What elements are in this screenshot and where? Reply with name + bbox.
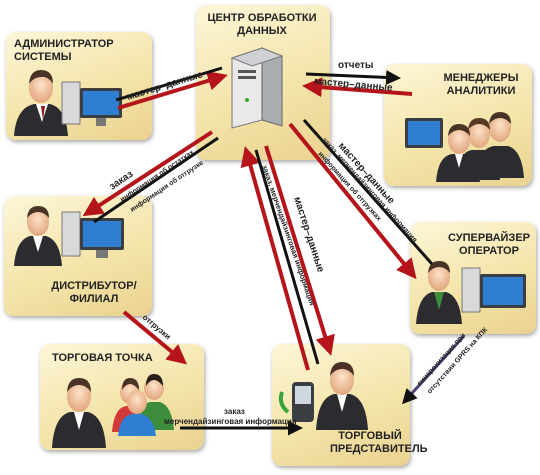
pda-icon: [278, 382, 314, 422]
center-title: ЦЕНТР ОБРАБОТКИ ДАННЫХ: [207, 12, 317, 37]
distributor-computer-icon: [61, 211, 124, 258]
arrow-rep-black: [254, 149, 320, 365]
admin-title: АДМИНИСТРАТОР СИСТЕМЫ: [14, 38, 114, 63]
label-sup-order: заказ, мерчендайзинговая информация: [321, 136, 419, 244]
label-point-merch: мерчендайзинговая информация: [164, 417, 297, 426]
label-sup-master: мастер–данные: [336, 141, 397, 207]
arrow-rep-order: [240, 146, 310, 371]
admin-person-icon: [14, 70, 68, 136]
arrow-order-left: [93, 136, 219, 224]
point-title: ТОРГОВАЯ ТОЧКА: [52, 352, 153, 364]
managers-computer-icon: [405, 118, 443, 148]
arrow-sup-master: [288, 122, 417, 280]
supervisor-title: СУПЕРВАЙЗЕР ОПЕРАТОР: [447, 232, 531, 257]
arrow-rep-master: [264, 145, 335, 356]
managers-people-icon: [436, 112, 524, 182]
rep-title: ТОРГОВЫЙ ПРЕДСТАВИТЕЛЬ: [330, 430, 428, 455]
label-reports: отчеты: [338, 60, 373, 71]
arrow-stock-info: [82, 130, 214, 217]
arrow-admin-line: [115, 66, 223, 102]
arrow-reports: [305, 69, 401, 85]
point-people-icon: [52, 374, 174, 448]
distributor-person-icon: [14, 206, 62, 266]
label-point-order: заказ: [224, 407, 245, 416]
managers-title: МЕНЕДЖЕРЫ АНАЛИТИКИ: [443, 72, 519, 97]
server-icon: [230, 47, 284, 129]
arrow-admin-master: [117, 71, 228, 110]
distributor-title: ДИСТРИБУТОР/ ФИЛИАЛ: [51, 280, 137, 305]
rep-person-icon: [316, 362, 368, 430]
arrow-shipments: [122, 310, 188, 365]
arrow-managers-master: [302, 77, 413, 98]
supervisor-person-icon: [416, 261, 462, 324]
admin-computer-icon: [61, 81, 122, 126]
arrow-sup-black: [302, 119, 434, 265]
arrow-sync: [401, 334, 466, 405]
supervisor-computer-icon: [461, 267, 526, 313]
